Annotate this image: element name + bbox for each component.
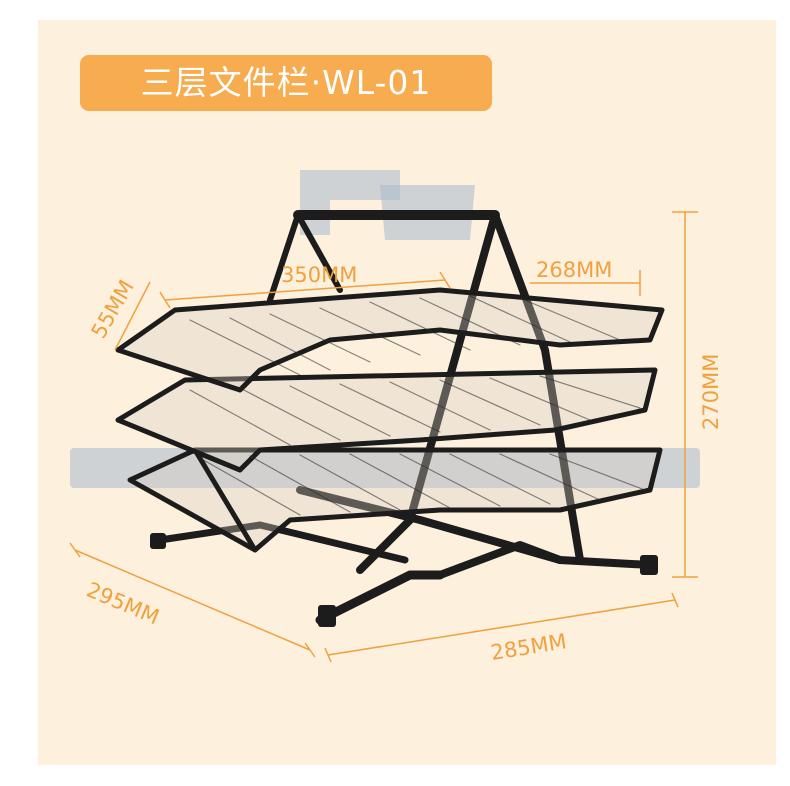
dim-label-height: 270MM xyxy=(699,354,723,430)
product-title-badge: 三层文件栏·WL-01 xyxy=(80,55,492,111)
dim-label-width-front: 350MM xyxy=(281,263,357,287)
dim-label-depth-top: 268MM xyxy=(536,258,612,282)
dim-label-depth-bottom: 295MM xyxy=(83,578,163,630)
dimension-lines xyxy=(69,211,698,663)
file-tray-rack xyxy=(115,210,665,627)
dim-label-width-bottom: 285MM xyxy=(489,629,568,665)
dim-label-tray-height: 55MM xyxy=(87,276,139,343)
